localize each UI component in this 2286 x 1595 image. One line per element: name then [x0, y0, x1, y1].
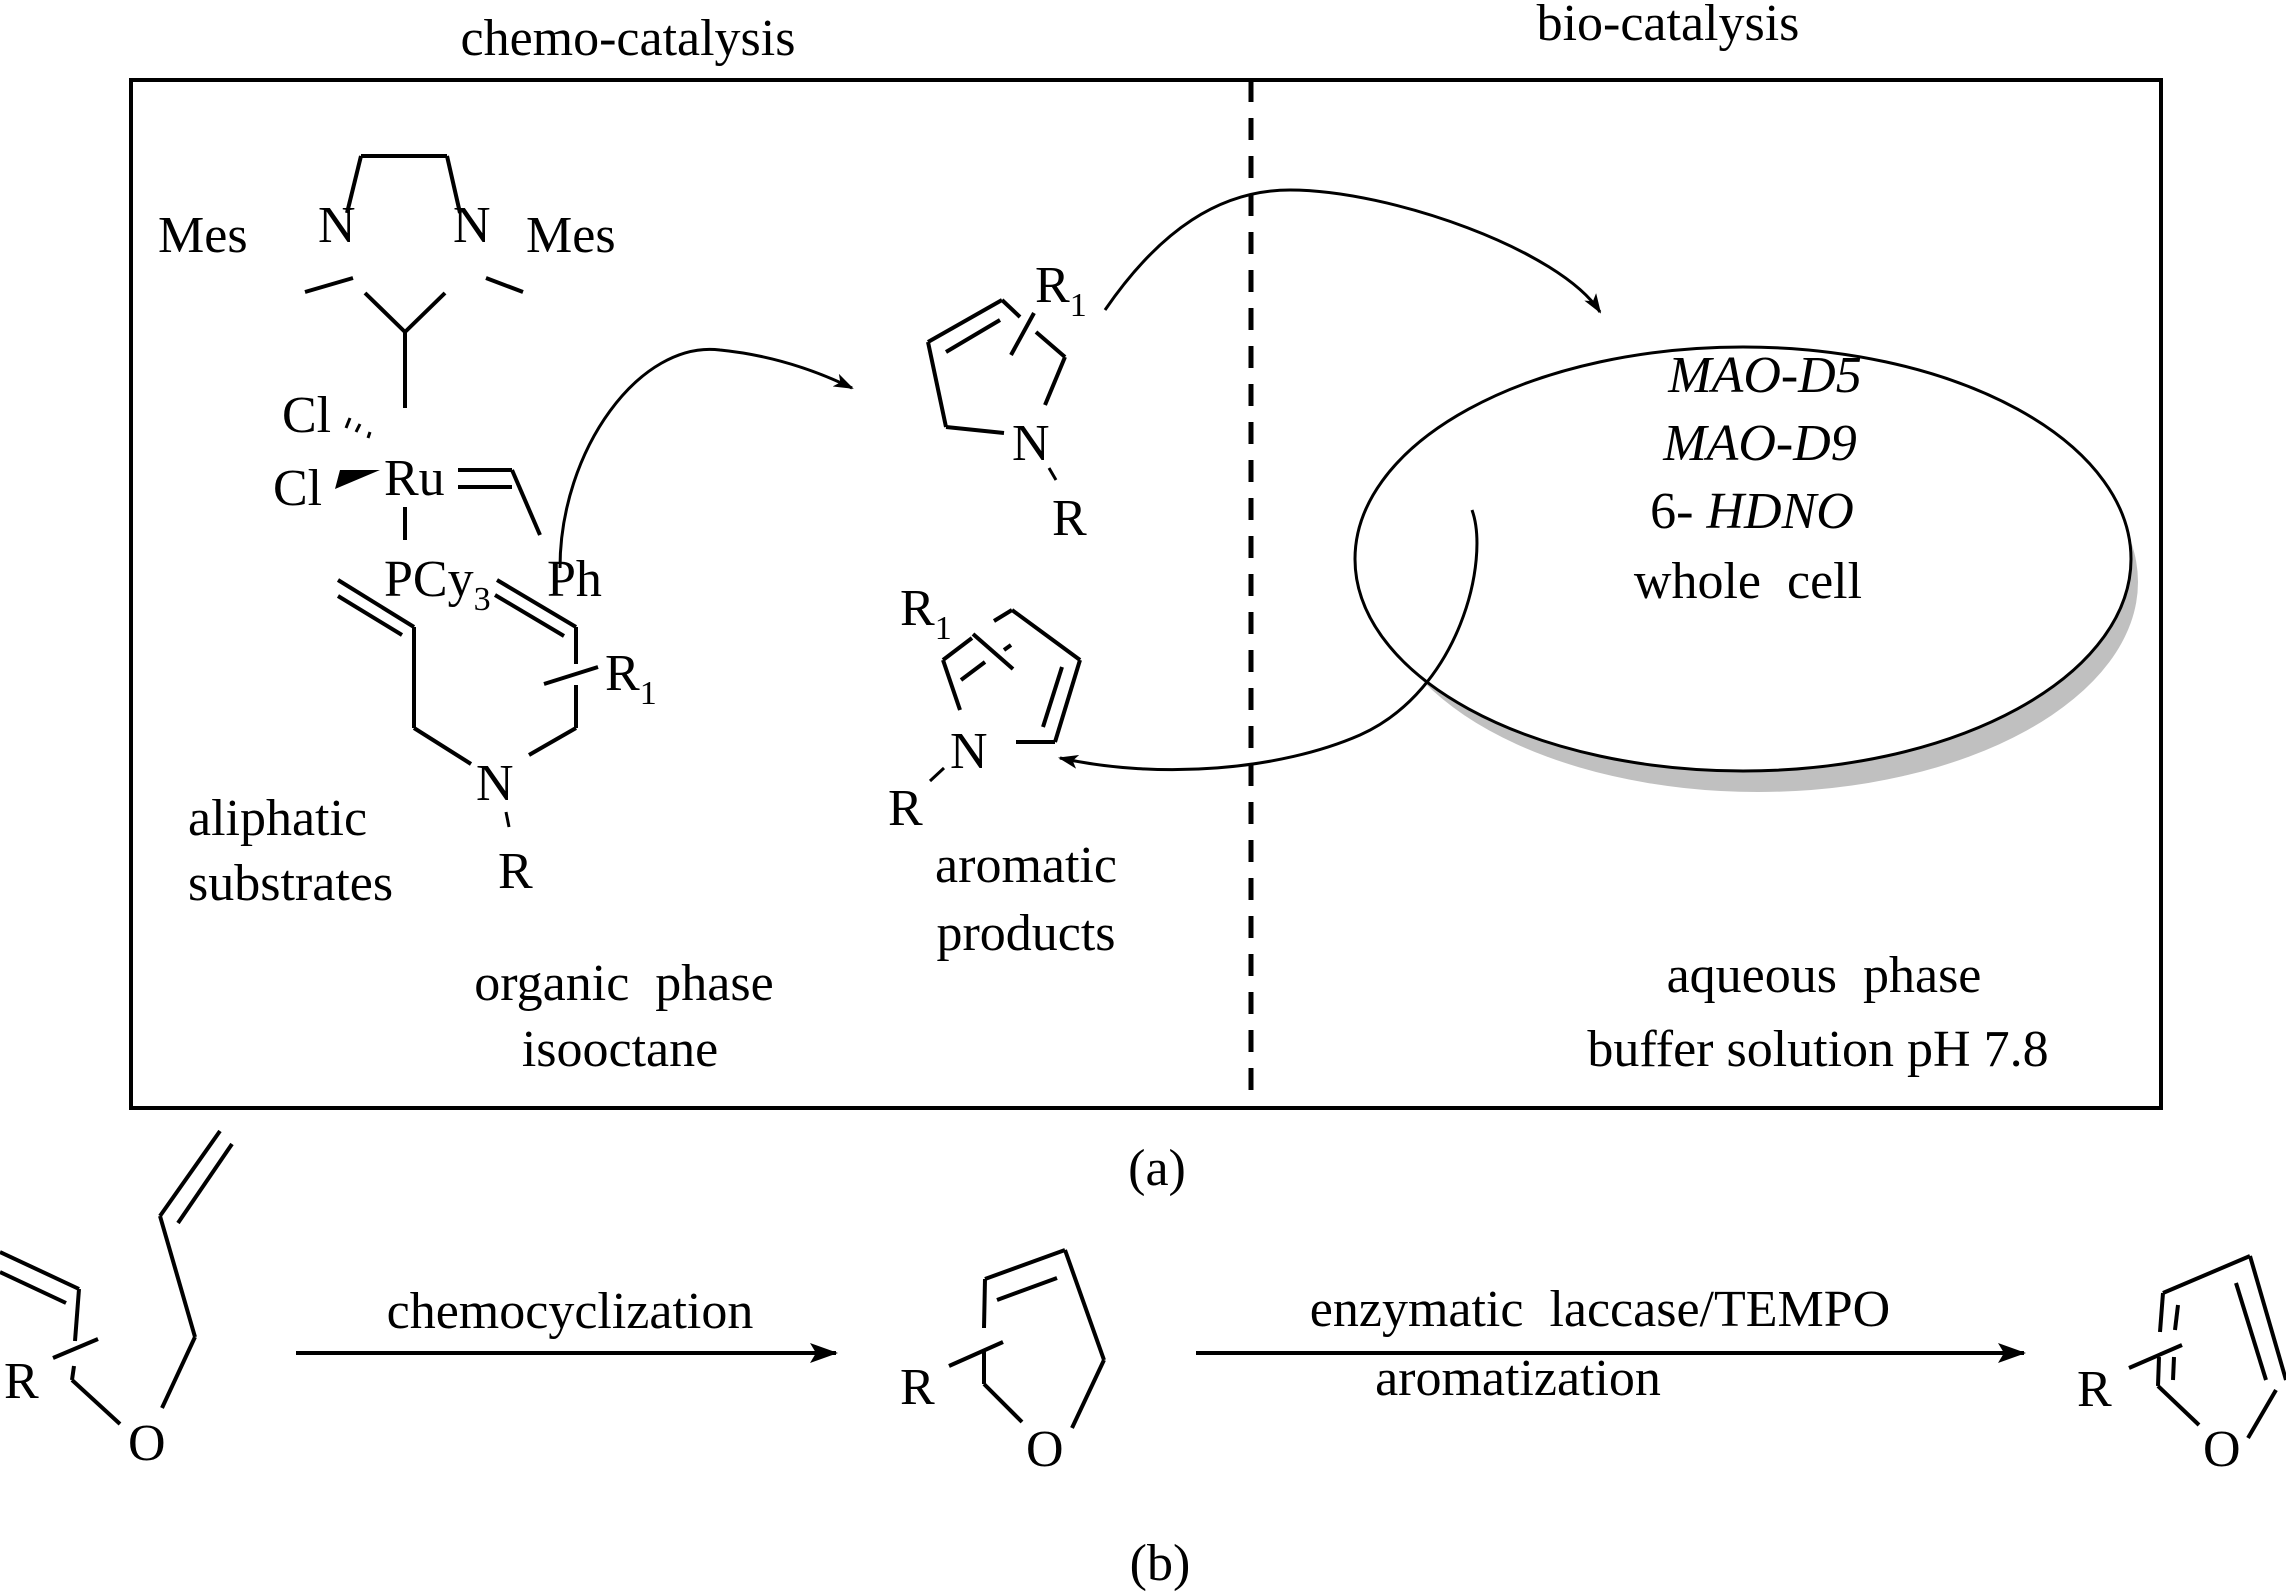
- chemocyclization-label: chemocyclization: [387, 1283, 754, 1340]
- header-bio-catalysis: bio-catalysis: [1537, 0, 1800, 52]
- panel-label-a: (a): [1128, 1140, 1186, 1197]
- header-chemo-catalysis: chemo-catalysis: [461, 10, 796, 67]
- pyrrole-n-label: N: [950, 723, 988, 780]
- phase-box: [129, 78, 2163, 1110]
- enzyme-item-italic-part: HDNO: [1705, 483, 1853, 540]
- substrate-caption-line1: aliphatic: [188, 790, 367, 847]
- furan-product: R O: [2077, 1254, 2286, 1478]
- pyrroline-r-label: R: [1052, 490, 1087, 547]
- pyrrole-r-label: R: [888, 780, 923, 837]
- n-left-label: N: [318, 197, 356, 254]
- mes-right-label: Mes: [526, 207, 616, 264]
- furan-r-label: R: [2077, 1361, 2112, 1418]
- organic-phase-label: organic phase: [474, 955, 773, 1012]
- cl-top-label: Cl: [282, 387, 331, 444]
- whole-cell-label: whole cell: [1634, 553, 1862, 610]
- enzyme-item: 6- HDNO: [1650, 483, 1854, 540]
- pyrroline-r1-label: R1: [1035, 257, 1087, 324]
- aromatization-arrow: [1058, 509, 1479, 772]
- aqueous-phase-label: aqueous phase: [1667, 947, 1982, 1004]
- pyrrole-r1-label: R1: [900, 580, 952, 647]
- enzyme-ellipse: MAO-D5 MAO-D9 6- HDNO whole cell: [1353, 345, 2138, 792]
- pcy-label: PCy3: [384, 551, 491, 618]
- diallyl-ether: R O: [0, 1129, 234, 1472]
- mes-left-label: Mes: [158, 207, 248, 264]
- substrate-caption-line2: substrates: [188, 855, 393, 912]
- enzyme-item: MAO-D9: [1662, 415, 1857, 472]
- pyrroline-intermediate: N R R1: [926, 257, 1087, 547]
- dihydrofuran: R O: [900, 1248, 1106, 1478]
- oxidation-arrow: [1103, 188, 1602, 314]
- furan-o-label: O: [2203, 1421, 2241, 1478]
- dihydrofuran-r-label: R: [900, 1359, 935, 1416]
- aliphatic-substrate: N R R1: [336, 578, 657, 900]
- metathesis-arrow: [558, 347, 854, 569]
- pyrrole-caption-line2: products: [936, 905, 1115, 962]
- laccase-tempo-label: enzymatic laccase/TEMPO: [1310, 1281, 1890, 1338]
- enzyme-item: MAO-D5: [1667, 347, 1862, 404]
- ph-label: Ph: [547, 551, 602, 608]
- pyrrole-product: N R R1: [888, 580, 1082, 837]
- organic-solvent-label: isooctane: [522, 1021, 718, 1078]
- substrate-r1-label: R1: [605, 645, 657, 712]
- ether-o-label: O: [128, 1415, 166, 1472]
- aromatization-label: aromatization: [1375, 1350, 1661, 1407]
- ru-label: Ru: [384, 450, 445, 507]
- substrate-n-label: N: [476, 755, 514, 812]
- n-right-label: N: [453, 197, 491, 254]
- substrate-r-label: R: [498, 843, 533, 900]
- grubbs-catalyst: Mes N N Mes Cl Cl Ru PCy3 Ph: [158, 154, 616, 618]
- cl-bottom-label: Cl: [273, 460, 322, 517]
- pyrroline-n-label: N: [1012, 415, 1050, 472]
- buffer-solution-label: buffer solution pH 7.8: [1587, 1021, 2048, 1078]
- dihydrofuran-o-label: O: [1026, 1421, 1064, 1478]
- ether-r-label: R: [4, 1353, 39, 1410]
- wedge-bond: [335, 470, 380, 489]
- pyrrole-caption-line1: aromatic: [935, 837, 1117, 894]
- panel-label-b: (b): [1130, 1535, 1191, 1592]
